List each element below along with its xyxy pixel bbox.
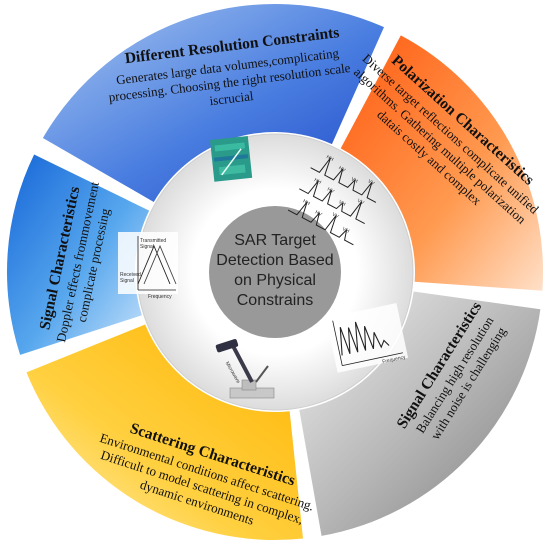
chirp-signal-plot: Transmitted Signal Received Signal Frequ… bbox=[118, 232, 178, 300]
pol-label-3: VH bbox=[350, 176, 359, 185]
resolution-segment bbox=[42, 4, 385, 203]
pol-label-8: VV bbox=[356, 198, 365, 207]
pol-label-11: VV bbox=[331, 212, 340, 221]
signal-right-segment bbox=[299, 291, 541, 536]
center-hub bbox=[209, 206, 341, 338]
signal-left-segment bbox=[6, 154, 150, 355]
chirp-label-tx2: Signal bbox=[140, 244, 154, 250]
outer-ring bbox=[6, 4, 543, 540]
polarization-segment bbox=[340, 35, 543, 291]
pol-label-12: VH bbox=[341, 226, 350, 235]
center-line-4: Constrains bbox=[237, 292, 313, 309]
chirp-label-rx: Received bbox=[120, 272, 141, 278]
pol-label-9: HH bbox=[302, 198, 312, 207]
chirp-label-x: Frequency bbox=[148, 294, 172, 300]
resolution-body-3: iscrucial bbox=[209, 88, 255, 108]
center-line-3: on Physical bbox=[234, 272, 316, 289]
chirp-label-tx: Transmitted bbox=[140, 238, 166, 244]
sar-image-thumbnail bbox=[210, 136, 253, 182]
pol-label-7: VH bbox=[337, 199, 346, 208]
spectrum-label-x: Frequency bbox=[382, 354, 407, 365]
center-line-1: SAR Target bbox=[234, 232, 316, 249]
pol-label-6: HV bbox=[326, 186, 336, 195]
polarization-pulse-plot: HH HV VH VV HH HV VH VV HH HV VV VH bbox=[287, 154, 377, 246]
pol-label-5: HH bbox=[313, 177, 323, 186]
scattering-segment bbox=[26, 324, 304, 540]
pol-label-10: HV bbox=[314, 209, 324, 218]
center-line-2: Detection Based bbox=[216, 252, 333, 269]
pol-label-1: HH bbox=[325, 154, 335, 163]
pol-label-2: HV bbox=[337, 165, 347, 174]
spectrum-wave-plot: Frequency bbox=[326, 303, 409, 373]
chirp-label-rx2: Signal bbox=[120, 278, 134, 284]
pol-label-4: VV bbox=[367, 179, 376, 188]
